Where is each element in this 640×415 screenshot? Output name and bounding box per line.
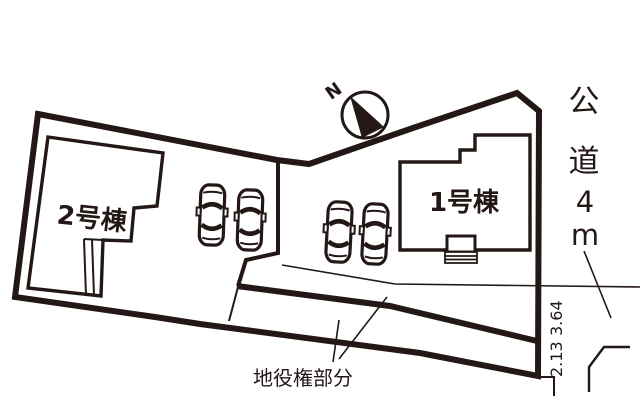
road-label-char: 公 — [569, 84, 600, 120]
car-icon — [233, 189, 266, 250]
road-edge-line — [587, 345, 630, 392]
road-label: 公 道 4 m — [569, 84, 600, 252]
building-2-entrance-steps — [83, 238, 104, 297]
car-icon — [322, 201, 356, 263]
easement-left-end-line — [228, 286, 239, 322]
compass-needle — [350, 96, 384, 138]
building-1-entrance-porch — [445, 234, 477, 254]
car-icon — [195, 184, 228, 245]
dimension-value: 3.64 — [547, 300, 566, 336]
easement-leader-line — [332, 319, 340, 363]
building-1-label: 1号棟 — [429, 188, 500, 218]
easement-upper-edge-line — [236, 283, 538, 344]
easement-label: 地役権部分 — [253, 366, 353, 390]
easement-leader-line — [338, 296, 388, 360]
car-icon — [358, 203, 392, 265]
road-label-char: 4 — [576, 185, 594, 219]
building-2-label: 2号棟 — [55, 200, 129, 237]
road-label-char: 道 — [569, 144, 600, 180]
dimension-label: 2.13 3.64 — [547, 300, 566, 377]
dimension-value: 2.13 — [547, 341, 566, 377]
lot-divider-line — [236, 161, 280, 287]
road-label-char: m — [571, 218, 599, 252]
building-1-outline — [398, 133, 532, 252]
frontage-line — [281, 264, 640, 288]
boundary-end-mark — [540, 376, 555, 396]
building-1-entrance-steps — [444, 251, 478, 264]
building-2-outline — [26, 135, 165, 298]
property-boundary — [11, 89, 543, 380]
road-leader-line — [583, 250, 612, 319]
north-label: N — [322, 79, 346, 105]
north-compass-icon: N — [322, 79, 390, 140]
